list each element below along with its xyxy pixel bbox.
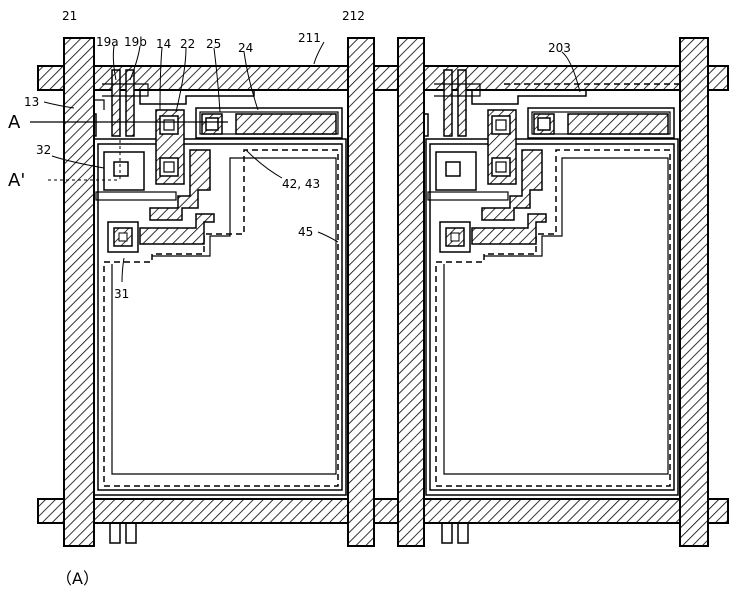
figure-caption: （A） (56, 569, 99, 588)
label-211: 211 (298, 31, 321, 45)
signal-line-212 (348, 38, 374, 546)
pixel-right (406, 70, 680, 543)
label-32: 32 (36, 143, 51, 157)
label-13: 13 (24, 95, 39, 109)
label-45: 45 (298, 225, 313, 239)
label-22: 22 (180, 37, 195, 51)
label-A-prime: A' (8, 170, 25, 191)
label-25: 25 (206, 37, 221, 51)
label-19a: 19a (96, 35, 119, 49)
pixel-left (74, 70, 346, 543)
scan-line-bottom (38, 499, 728, 523)
label-14: 14 (156, 37, 171, 51)
label-31: 31 (114, 287, 129, 301)
label-19b: 19b (124, 35, 147, 49)
signal-line-right (680, 38, 708, 546)
label-24: 24 (238, 41, 253, 55)
label-203: 203 (548, 41, 571, 55)
label-A: A (8, 112, 21, 133)
scan-line-top (38, 66, 728, 90)
label-21: 21 (62, 9, 77, 23)
signal-line-21 (64, 38, 94, 546)
signal-line-mid (398, 38, 424, 546)
label-42-43: 42, 43 (282, 177, 320, 191)
label-212: 212 (342, 9, 365, 23)
